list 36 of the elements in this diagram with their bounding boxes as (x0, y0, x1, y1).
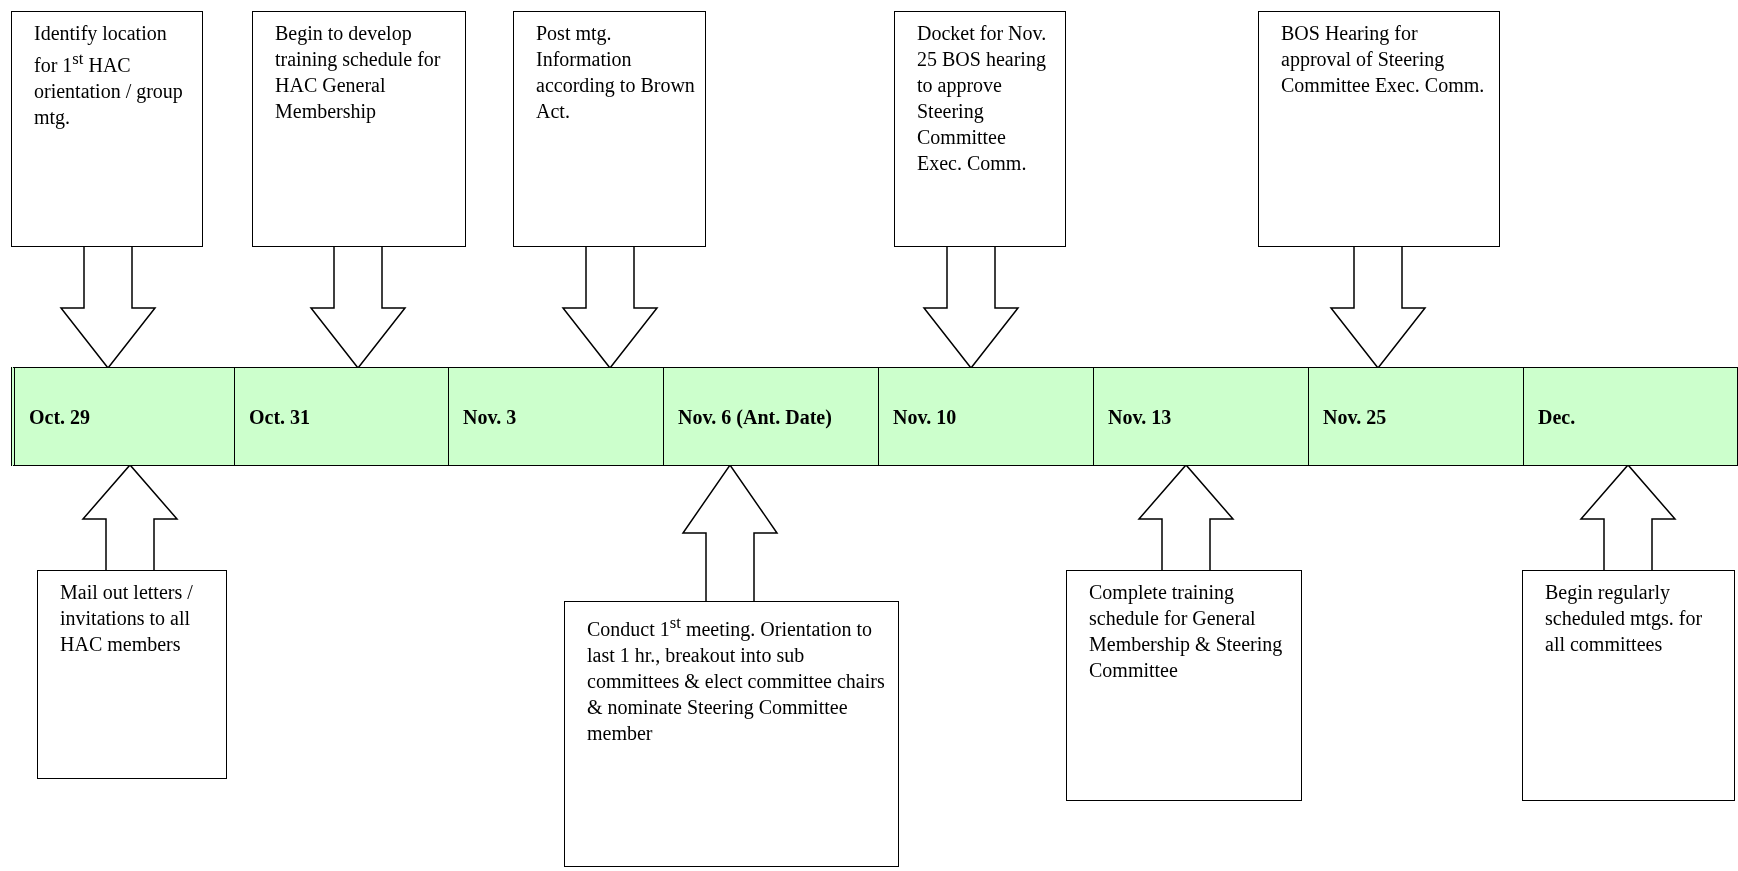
callout-text: Mail out letters / invitations to all HAC members (60, 580, 194, 657)
timeline-band (11, 367, 1738, 466)
date-label: Nov. 10 (893, 404, 957, 430)
date-label: Nov. 6 (Ant. Date) (678, 404, 832, 430)
callout-text: Conduct 1$^{st}$ meeting. Orientation to last 1 hr., breakout into sub committees & elect committee chairs & nominate Steering Committee member (587, 612, 886, 746)
callout-text: Identify location for 1$^{st}$ HAC orientation / group mtg. (34, 21, 184, 130)
callout-text: Docket for Nov. 25 BOS hearing to approve Steering Committee Exec. Comm. (917, 21, 1048, 176)
callout-box (252, 11, 466, 247)
block-arrow (1137, 463, 1235, 571)
block-arrow (922, 246, 1020, 370)
date-label: Oct. 29 (29, 404, 91, 430)
callout-text: Complete training schedule for General Membership & Steering Committee (1089, 580, 1284, 683)
block-arrow (309, 246, 407, 370)
callout-box (1522, 570, 1735, 801)
callout-box (1066, 570, 1302, 801)
block-arrow (1579, 463, 1677, 571)
date-label: Dec. (1538, 404, 1576, 430)
block-arrow (681, 463, 779, 602)
date-label: Nov. 25 (1323, 404, 1387, 430)
date-label: Nov. 13 (1108, 404, 1172, 430)
date-label: Nov. 3 (463, 404, 517, 430)
date-label: Oct. 31 (249, 404, 311, 430)
block-arrow (1329, 246, 1427, 370)
block-arrow (81, 463, 179, 571)
callout-box (1258, 11, 1500, 247)
callout-box (11, 11, 203, 247)
callout-text: Post mtg. Information according to Brown Act. (536, 21, 695, 124)
block-arrow (561, 246, 659, 370)
callout-text: Begin regularly scheduled mtgs. for all committees (1545, 580, 1704, 657)
callout-box (37, 570, 227, 779)
callout-text: BOS Hearing for approval of Steering Committee Exec. Comm. (1281, 21, 1486, 98)
callout-box (894, 11, 1066, 247)
callout-box (513, 11, 706, 247)
callout-box (564, 601, 899, 867)
callout-text: Begin to develop training schedule for HAC General Membership (275, 21, 442, 124)
block-arrow (59, 246, 157, 370)
